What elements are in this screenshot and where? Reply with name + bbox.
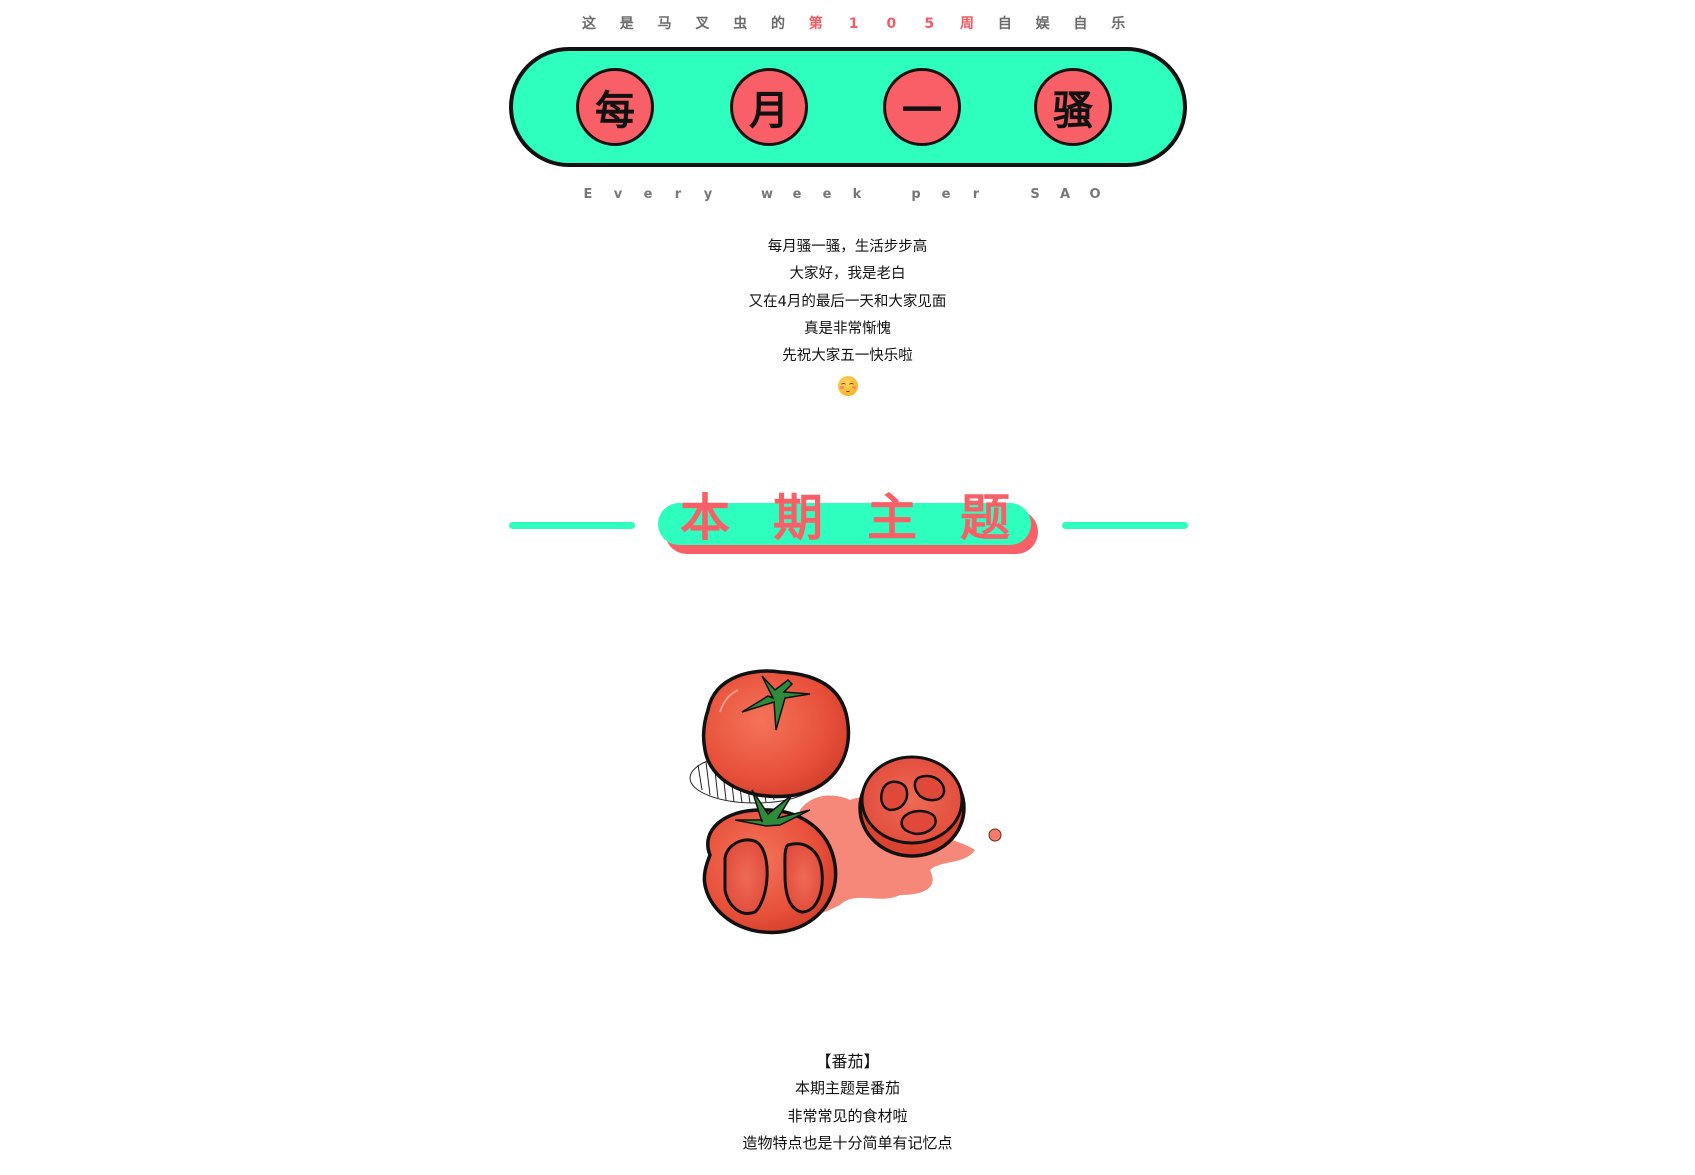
whole-tomato [701, 669, 851, 799]
subtitle-letter: e [792, 187, 802, 202]
title-coin: 月 [730, 68, 808, 146]
subtitle-letter: O [1089, 187, 1101, 202]
intro-line: 大家好，我是老白 [789, 266, 906, 283]
kicker-char: 娱 [1035, 16, 1050, 32]
section-title: 本 期 主 题 [658, 488, 1031, 548]
subtitle-letter: r [972, 187, 980, 202]
subtitle-letter: v [613, 187, 623, 202]
section-title-char: 主 [867, 489, 917, 547]
kicker-char: 自 [1073, 16, 1088, 32]
subtitle-letter: r [674, 187, 682, 202]
subtitle-letter: k [852, 187, 862, 202]
subtitle-letter: w [760, 187, 773, 202]
title-coin: 骚 [1034, 68, 1112, 146]
sliced-tomato [858, 755, 966, 858]
kicker-char-highlight: 第 [808, 16, 823, 32]
issue-number-digit: 1 [848, 16, 859, 32]
issue-number-digit: 0 [886, 16, 897, 32]
kicker-char: 叉 [695, 16, 710, 32]
kicker-char-highlight: 周 [960, 16, 974, 32]
banner-subtitle: E v e r y w e e k p e r S A O [578, 185, 1123, 205]
title-coin: 每 [576, 68, 654, 146]
theme-line: 本期主题是番茄 [794, 1079, 900, 1098]
section-rule-right [1062, 522, 1188, 529]
issue-number-digit: 5 [924, 16, 935, 32]
kicker-char: 是 [619, 16, 634, 32]
halved-tomato [702, 789, 838, 935]
tomato-illustration [689, 669, 1002, 935]
kicker-char: 自 [997, 16, 1012, 32]
kicker-char: 马 [657, 16, 672, 32]
subtitle-letter: p [911, 187, 921, 202]
subtitle-letter: e [941, 187, 951, 202]
kicker-char: 这 [582, 16, 596, 32]
title-banner: 每 月 一 骚 [509, 47, 1187, 167]
kicker-char: 的 [771, 16, 785, 32]
theme-heading: 【番茄】 [815, 1052, 880, 1071]
intro-line: 每月骚一骚，生活步步高 [767, 239, 928, 255]
theme-description: 【番茄】 本期主题是番茄 非常常见的食材啦 造物特点也是十分简单有记忆点 [0, 1048, 1695, 1157]
section-title-pill [658, 503, 1031, 545]
subtitle-letter: E [583, 187, 593, 202]
subtitle-letter: e [822, 187, 832, 202]
blushing-smile-emoji-icon [838, 376, 858, 396]
intro-line: 又在4月的最后一天和大家见面 [748, 293, 947, 310]
title-coin: 一 [883, 68, 961, 146]
section-title-char: 期 [773, 489, 823, 547]
intro-line: 真是非常惭愧 [804, 320, 891, 337]
kicker-char: 乐 [1111, 16, 1126, 32]
subtitle-letter: S [1030, 187, 1040, 202]
section-title-char: 题 [960, 489, 1010, 547]
theme-line: 非常常见的食材啦 [787, 1106, 908, 1125]
subtitle-letter: y [703, 187, 713, 202]
intro-line: 先祝大家五一快乐啦 [782, 348, 913, 365]
subtitle-letter: A [1059, 187, 1071, 202]
issue-kicker: 这 是 马 叉 虫 的 第 1 0 5 周 自 娱 自 乐 [578, 13, 1125, 35]
kicker-char: 虫 [733, 16, 748, 32]
section-rule-left [509, 522, 635, 529]
section-title-char: 本 [680, 489, 730, 547]
intro-paragraph: 每月骚一骚，生活步步高 大家好，我是老白 又在4月的最后一天和大家见面 真是非常… [0, 234, 1695, 370]
theme-line: 造物特点也是十分简单有记忆点 [742, 1133, 953, 1152]
subtitle-letter: e [643, 187, 653, 202]
